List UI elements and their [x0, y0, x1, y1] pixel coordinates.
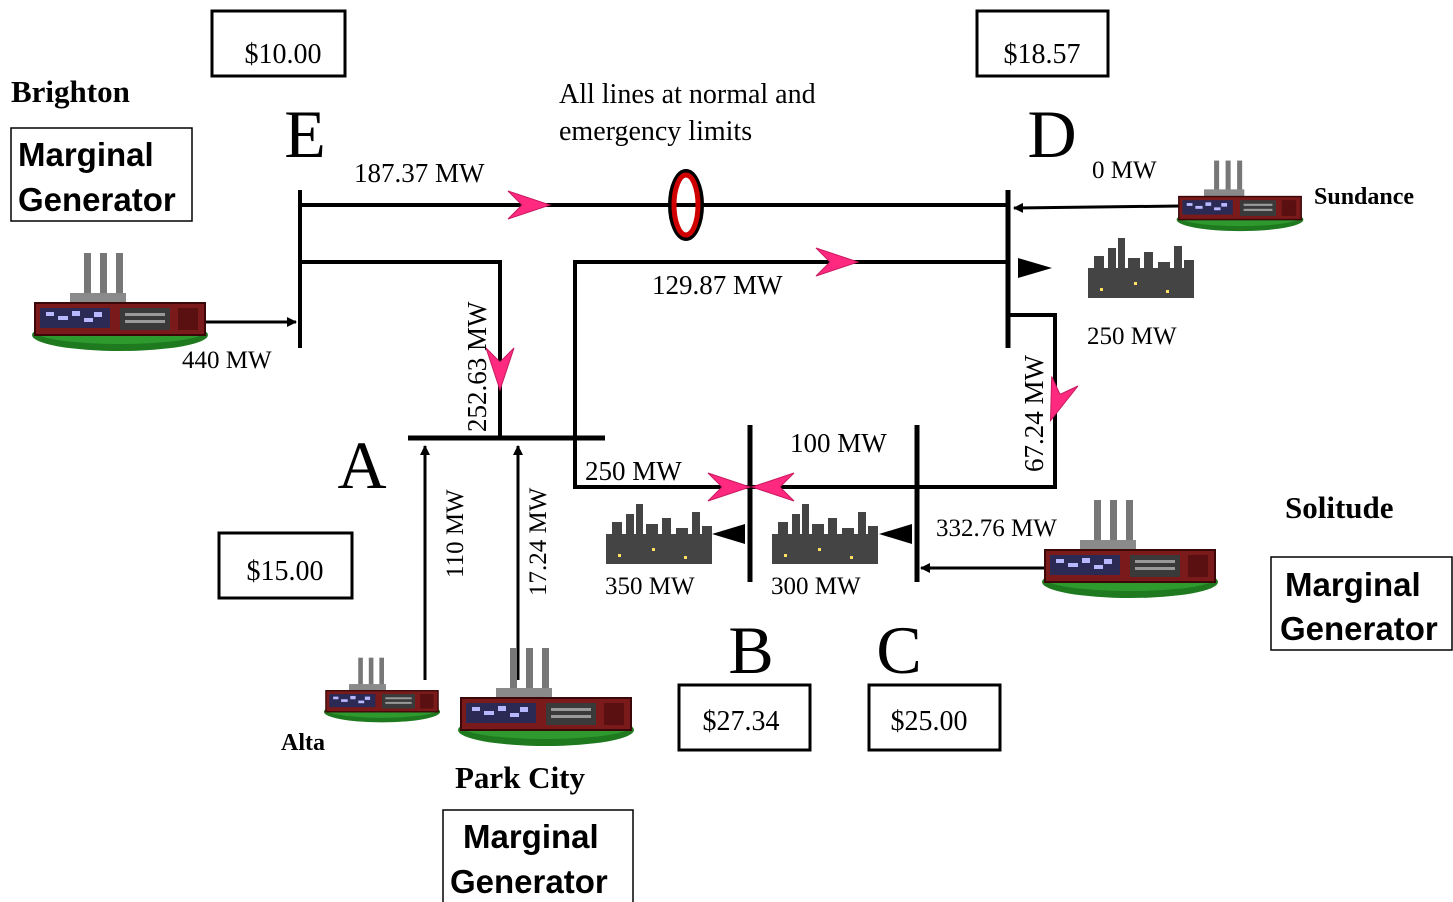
transmission-lines: [200, 190, 1181, 680]
constraint-ring-icon: [668, 169, 704, 241]
gen-name-alta: Alta: [281, 730, 325, 756]
gen-name-brighton: Brighton: [11, 74, 130, 109]
bus-label-d: D: [1027, 96, 1076, 172]
bus-label-c: C: [876, 612, 921, 688]
output-alta: 110 MW: [442, 489, 469, 578]
load-arrow-b: [712, 524, 745, 544]
plant-alta-icon: [323, 657, 441, 724]
price-e: $10.00: [245, 39, 322, 70]
gen-name-park-city: Park City: [455, 760, 586, 795]
bus-label-e: E: [284, 96, 326, 172]
output-park-city: 17.24 MW: [525, 487, 552, 596]
line-a-d: [573, 260, 1008, 438]
plant-sundance-icon: [1175, 159, 1305, 232]
feed-sundance: [1013, 202, 1181, 213]
marginal-boxes: [10, 127, 1453, 902]
price-a: $15.00: [247, 556, 324, 587]
price-b: $27.34: [703, 706, 780, 737]
gen-name-solitude: Solitude: [1285, 490, 1394, 525]
load-c: 300 MW: [771, 573, 861, 600]
bus-label-b: B: [728, 612, 773, 688]
load-arrows: [712, 258, 1052, 544]
flow-label-c-b: 100 MW: [790, 428, 887, 458]
flow-label-a-b: 250 MW: [585, 456, 682, 486]
marginal-box-solitude: [1270, 556, 1453, 651]
city-d-icon: [1088, 238, 1194, 298]
load-d: 250 MW: [1087, 323, 1177, 350]
line-a-b: [573, 438, 750, 489]
flow-label-e-d: 187.37 MW: [354, 158, 485, 188]
price-c: $25.00: [891, 706, 968, 737]
flow-label-a-d: 129.87 MW: [652, 270, 783, 300]
marginal-solitude-line2: Generator: [1280, 610, 1438, 647]
load-b: 350 MW: [605, 573, 695, 600]
price-box-e: [210, 9, 347, 78]
price-box-d: [975, 9, 1110, 78]
city-b-icon: [606, 504, 712, 564]
flow-label-e-a: 252.63 MW: [462, 301, 492, 432]
marginal-brighton-line2: Generator: [18, 181, 176, 218]
output-sundance: 0 MW: [1092, 157, 1157, 184]
plant-brighton-icon: [31, 252, 209, 352]
marginal-box-brighton: [10, 127, 193, 222]
plant-park-city-icon: [457, 647, 635, 747]
marginal-box-park-city: [442, 809, 634, 902]
marginal-park-city-line2: Generator: [450, 863, 608, 900]
city-c-icon: [772, 504, 878, 564]
price-box-a: [217, 531, 354, 600]
flow-label-d-b: 67.24 MW: [1019, 354, 1049, 472]
output-brighton: 440 MW: [182, 347, 272, 374]
output-solitude: 332.76 MW: [936, 515, 1057, 542]
price-box-c: [867, 683, 1002, 752]
price-boxes: [210, 9, 1110, 752]
limits-note-line1: All lines at normal and: [559, 79, 816, 110]
limits-note-line2: emergency limits: [559, 116, 752, 147]
gen-name-sundance: Sundance: [1314, 184, 1414, 210]
marginal-brighton-line1: Marginal: [18, 136, 154, 173]
marginal-solitude-line1: Marginal: [1285, 566, 1421, 603]
marginal-park-city-line1: Marginal: [463, 818, 599, 855]
bus-label-a: A: [337, 427, 386, 503]
plant-solitude-icon: [1041, 499, 1219, 599]
load-arrow-d: [1018, 258, 1052, 278]
load-arrow-c: [879, 524, 912, 544]
price-d: $18.57: [1004, 39, 1081, 70]
price-box-b: [677, 683, 812, 752]
